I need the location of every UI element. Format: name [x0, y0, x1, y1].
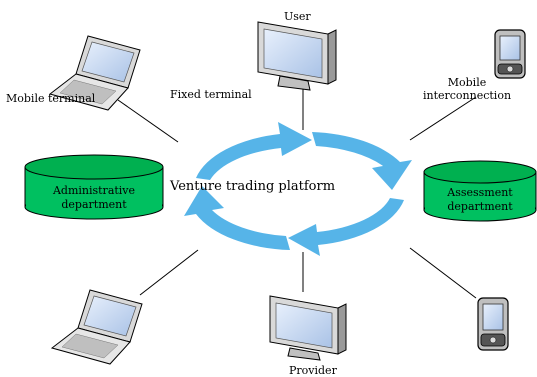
arrow-top-left — [196, 122, 312, 180]
provider-label: Provider — [289, 364, 337, 377]
pda-icon — [494, 29, 526, 79]
platform-label: Venture trading platform — [170, 179, 336, 194]
user-label: User — [284, 10, 311, 23]
line-pda-bottom — [409, 247, 477, 299]
assessment-department-cylinder — [423, 160, 537, 222]
assessment-line1: Assessment — [447, 186, 513, 199]
arrow-bottom-left — [184, 186, 290, 250]
pda-bottom-icon — [477, 297, 509, 351]
desktop-monitor-icon — [257, 21, 337, 91]
administrative-department-label: Administrative department — [25, 184, 163, 212]
mobile-terminal-label: Mobile terminal — [6, 92, 96, 105]
mobile-interconnection-line1: Mobile — [447, 76, 487, 89]
line-mobile-terminal — [117, 99, 179, 143]
connector-lines — [117, 85, 477, 299]
arrow-bottom-right — [288, 198, 404, 256]
laptop-icon — [48, 35, 141, 111]
laptop-bottom-icon — [50, 289, 143, 365]
assessment-line2: department — [447, 200, 513, 213]
assessment-department-label: Assessment department — [424, 186, 536, 214]
arrow-top-right — [312, 132, 412, 190]
line-laptop-bottom — [139, 249, 199, 296]
cycle-arrows — [184, 122, 412, 256]
mobile-interconnection-line2: interconnection — [422, 89, 512, 102]
line-mobile-interconnection — [409, 96, 477, 141]
provider-monitor-icon — [269, 295, 347, 361]
administrative-line2: department — [61, 198, 127, 211]
mobile-interconnection-label: Mobile interconnection — [412, 76, 522, 102]
fixed-terminal-label: Fixed terminal — [170, 88, 252, 101]
administrative-department-cylinder — [24, 154, 164, 220]
administrative-line1: Administrative — [52, 184, 136, 197]
